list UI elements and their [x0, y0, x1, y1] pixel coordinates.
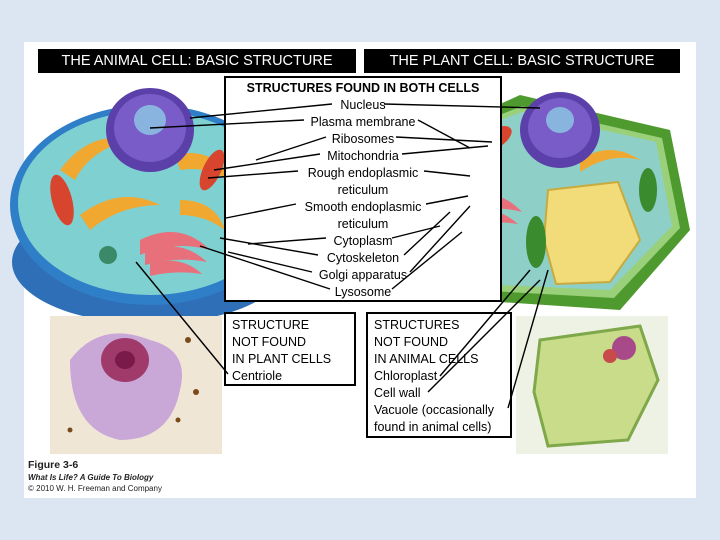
structure-label: Lysosome — [334, 285, 392, 299]
structure-label: Vacuole (occasionally — [374, 403, 494, 417]
structure-label: Golgi apparatus — [318, 268, 408, 282]
both-cells-box: STRUCTURES FOUND IN BOTH CELLS Nucleus P… — [224, 76, 502, 302]
not-in-animal-box: STRUCTURES NOT FOUND IN ANIMAL CELLS Chl… — [366, 312, 512, 438]
structure-label: Ribosomes — [331, 132, 395, 146]
both-cells-title: STRUCTURES FOUND IN BOTH CELLS — [246, 81, 480, 95]
plant-micrograph — [516, 316, 668, 454]
animal-micrograph — [50, 316, 222, 454]
figure-number: Figure 3-6 — [28, 459, 79, 471]
structure-label: Plasma membrane — [310, 115, 416, 129]
structure-label: found in animal cells) — [374, 420, 492, 434]
structure-label: Smooth endoplasmic — [304, 200, 422, 214]
box-text: IN PLANT CELLS — [232, 352, 332, 366]
not-in-plant-box: STRUCTURE NOT FOUND IN PLANT CELLS Centr… — [224, 312, 356, 386]
animal-cell-header: THE ANIMAL CELL: BASIC STRUCTURE — [38, 49, 356, 73]
structure-label: Rough endoplasmic — [307, 166, 419, 180]
structure-label: Centriole — [232, 369, 283, 383]
box-text: STRUCTURE — [232, 318, 310, 332]
plant-cell-header: THE PLANT CELL: BASIC STRUCTURE — [364, 49, 680, 73]
structure-label: Nucleus — [340, 98, 386, 112]
structure-label: reticulum — [337, 217, 389, 231]
box-text: STRUCTURES — [374, 318, 460, 332]
structure-label: Cytoskeleton — [326, 251, 400, 265]
structure-label: Cytoplasm — [333, 234, 393, 248]
copyright: © 2010 W. H. Freeman and Company — [28, 484, 162, 493]
structure-label: reticulum — [337, 183, 389, 197]
book-title: What Is Life? A Guide To Biology — [28, 473, 154, 482]
box-text: NOT FOUND — [232, 335, 307, 349]
box-text: IN ANIMAL CELLS — [374, 352, 479, 366]
box-text: NOT FOUND — [374, 335, 449, 349]
structure-label: Chloroplast — [374, 369, 438, 383]
structure-label: Mitochondria — [327, 149, 399, 163]
structure-label: Cell wall — [374, 386, 421, 400]
figure-credit: Figure 3-6 What Is Life? A Guide To Biol… — [28, 459, 162, 494]
